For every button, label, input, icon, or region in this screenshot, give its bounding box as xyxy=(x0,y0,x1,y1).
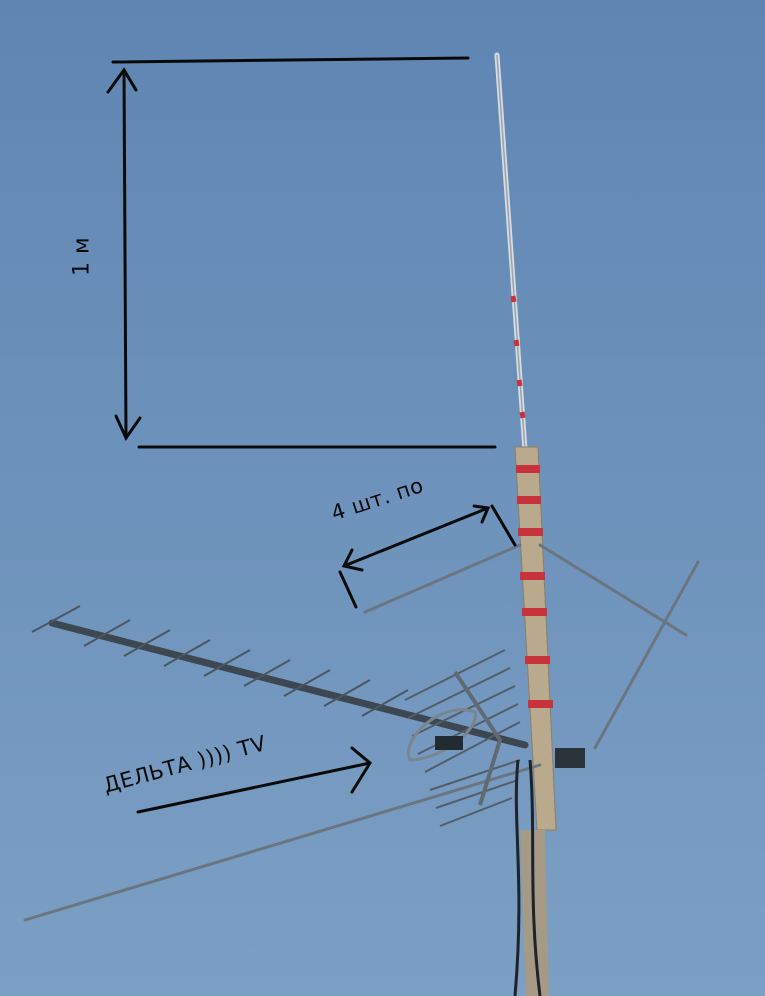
grid-tv-antenna xyxy=(404,649,585,827)
height-dimension-lines xyxy=(106,56,497,449)
vertical-whip-antenna xyxy=(494,52,528,453)
radial-wires xyxy=(23,543,700,922)
yagi-tv-antenna xyxy=(31,605,529,749)
height-label: 1 м xyxy=(69,236,95,277)
coax-cables xyxy=(513,759,542,996)
radials-dimension-arrow xyxy=(338,504,517,609)
tv-pointer-arrow xyxy=(136,746,372,814)
